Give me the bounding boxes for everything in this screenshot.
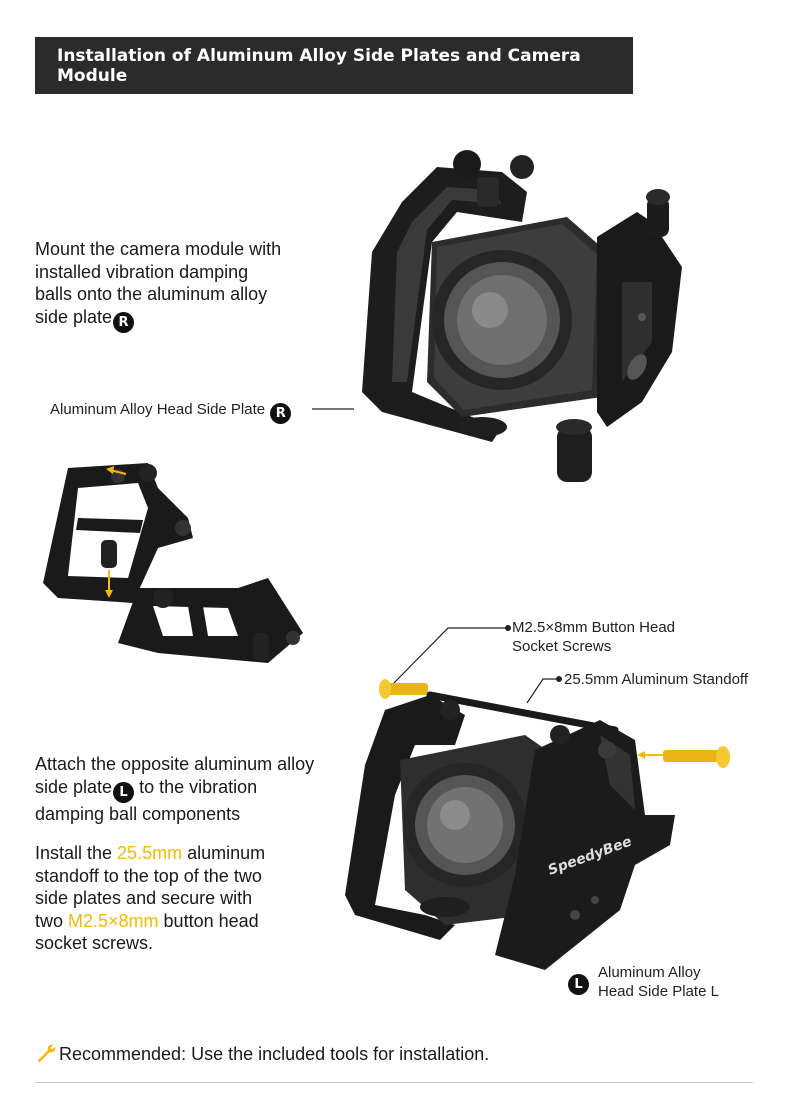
callout-screws-line: Socket Screws (512, 638, 612, 655)
plate-l-badge: L (568, 974, 589, 995)
callout-standoff-label: 25.5mm Aluminum Standoff (564, 671, 748, 688)
installation-tip: Recommended: Use the included tools for … (35, 1043, 489, 1065)
callout-standoff: 25.5mm Aluminum Standoff (564, 670, 748, 689)
screw-size-highlight: M2.5×8mm (68, 910, 159, 931)
callout-left-plate-line: Head Side Plate L (598, 983, 719, 1000)
step3-line: socket screws. (35, 933, 154, 953)
step2-line2-pre: side plate (35, 776, 113, 797)
step1-last-text: side plate (35, 306, 113, 327)
step2-line: damping ball components (35, 804, 241, 825)
step3-line: side plates and secure with (35, 888, 253, 908)
section-title: Installation of Aluminum Alloy Side Plat… (35, 37, 633, 94)
callout-right-plate-label: Aluminum Alloy Head Side Plate (50, 401, 266, 418)
camera-assembly-illustration-bottom: SpeedyBee (345, 679, 730, 970)
step3-line: Install the 25.5mm aluminum (35, 842, 265, 865)
step3-text: two (35, 910, 69, 931)
callout-screws-leader (391, 625, 511, 686)
callout-right-plate-leader (312, 408, 354, 410)
wrench-icon (37, 1044, 56, 1063)
camera-assembly-illustration-top (362, 150, 682, 482)
plate-r-badge: R (270, 403, 292, 424)
callout-screws: M2.5×8mm Button Head Socket Screws (512, 618, 675, 656)
step3-line: standoff to the top of the two (35, 865, 262, 886)
callout-left-plate-line: Aluminum Alloy (598, 964, 701, 981)
plate-l-badge: L (113, 782, 135, 804)
callout-right-plate: Aluminum Alloy Head Side Plate R (50, 400, 292, 424)
callout-left-plate: L Aluminum Alloy Head Side Plate L (567, 963, 719, 1001)
callout-standoff-leader (526, 676, 562, 704)
step3-line: two M2.5×8mm button head (35, 910, 265, 933)
callout-screws-line: M2.5×8mm Button Head (512, 619, 676, 636)
step2-line2-post: to the vibration (134, 776, 258, 797)
step3-text: button head (158, 910, 259, 931)
step3-text: aluminum (182, 843, 266, 863)
exploded-side-plates-illustration (43, 463, 303, 663)
step1-line: Mount the camera module with (35, 239, 282, 259)
plate-r-badge: R (113, 312, 135, 334)
step1-line: installed vibration damping (35, 261, 249, 282)
step3-instruction: Install the 25.5mm aluminum standoff to … (35, 842, 265, 955)
step2-line: Attach the opposite aluminum alloy (35, 754, 315, 774)
step1-instruction: Mount the camera module with installed v… (35, 238, 282, 334)
standoff-size-highlight: 25.5mm (117, 843, 183, 863)
section-title-text: Installation of Aluminum Alloy Side Plat… (57, 45, 581, 86)
step2-instruction: Attach the opposite aluminum alloy side … (35, 753, 314, 826)
footer-divider (35, 1082, 753, 1083)
step1-line: balls onto the aluminum alloy (35, 284, 268, 304)
tip-text: Recommended: Use the included tools for … (59, 1043, 490, 1064)
step3-text: Install the (35, 843, 118, 863)
